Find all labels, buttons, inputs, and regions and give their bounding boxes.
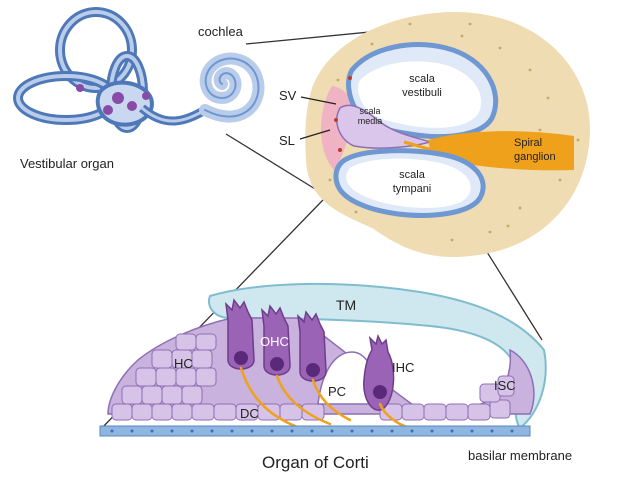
label-spiral-ganglion-2: ganglion bbox=[514, 151, 556, 163]
label-spiral-ganglion-1: Spiral bbox=[514, 137, 542, 149]
label-scala-tympani-1: scala bbox=[399, 169, 426, 181]
cochlea-spiral bbox=[199, 52, 265, 123]
label-scala-tympani-2: tympani bbox=[393, 183, 432, 195]
cochlea-cross-section bbox=[305, 11, 590, 258]
organ-of-corti bbox=[99, 282, 547, 437]
label-scala-media-2: media bbox=[358, 116, 383, 126]
label-hc: HC bbox=[174, 356, 193, 371]
label-isc: ISC bbox=[494, 378, 516, 393]
basilar-membrane bbox=[99, 425, 531, 437]
vestibular-organ bbox=[13, 7, 208, 133]
label-scala-vestibuli-2: vestibuli bbox=[402, 87, 442, 99]
label-ihc: IHC bbox=[392, 360, 414, 375]
label-vestibular-organ: Vestibular organ bbox=[20, 156, 114, 171]
label-sl: SL bbox=[279, 133, 295, 148]
label-cochlea: cochlea bbox=[198, 24, 244, 39]
label-tm: TM bbox=[336, 297, 356, 313]
inner-hair-cell bbox=[363, 333, 395, 411]
label-scala-media-1: scala bbox=[359, 106, 380, 116]
label-basilar-membrane: basilar membrane bbox=[468, 448, 572, 463]
outer-hair-cells bbox=[224, 298, 327, 382]
label-dc: DC bbox=[240, 406, 259, 421]
label-scala-vestibuli-1: scala bbox=[409, 73, 436, 85]
label-sv: SV bbox=[279, 88, 297, 103]
label-pc: PC bbox=[328, 384, 346, 399]
label-ohc: OHC bbox=[260, 334, 289, 349]
label-organ-of-corti: Organ of Corti bbox=[262, 453, 369, 472]
pointer-lines bbox=[299, 96, 337, 140]
